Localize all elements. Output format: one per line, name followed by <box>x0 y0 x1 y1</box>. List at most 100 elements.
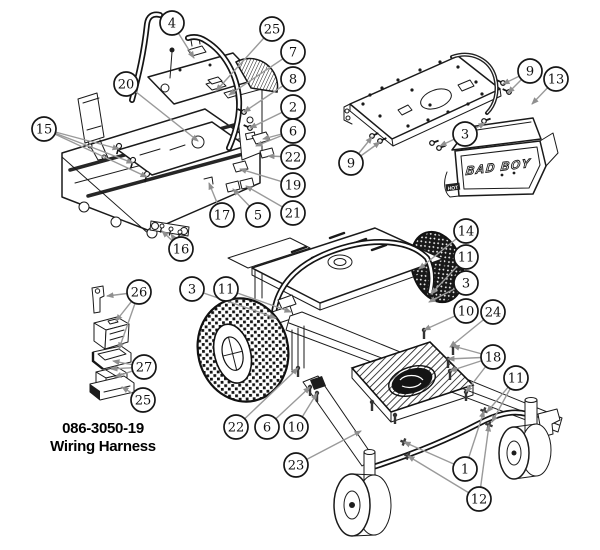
callout-rear_chassis-10: 10 <box>283 414 309 440</box>
callout-number: 18 <box>485 351 502 366</box>
callout-number: 11 <box>508 372 525 387</box>
callout-circle <box>168 236 194 262</box>
callout-circle <box>179 276 205 302</box>
callout-circle <box>543 66 569 92</box>
hot-label: HOT <box>445 182 461 192</box>
left-rear-tire <box>196 297 290 403</box>
key-switch-connector <box>187 45 207 57</box>
callout-harness_parts-26: 26 <box>126 279 152 305</box>
callout-front_chassis-22: 22 <box>280 144 306 170</box>
callout-seat_box-9: 9 <box>517 58 543 84</box>
callout-number: 16 <box>173 243 190 258</box>
callout-circle <box>159 10 185 36</box>
callout-front_chassis-21: 21 <box>280 200 306 226</box>
callout-front_chassis-4: 4 <box>159 10 185 36</box>
callout-front_chassis-19: 19 <box>280 172 306 198</box>
callout-circle <box>280 200 306 226</box>
callout-circle <box>480 299 506 325</box>
leader-line-15 <box>43 128 148 178</box>
callout-rear_chassis-11: 11 <box>213 276 239 302</box>
callout-circle <box>453 218 479 244</box>
callout-number: 20 <box>118 78 135 93</box>
callout-harness_parts-25: 25 <box>130 387 156 413</box>
callout-rear_chassis-24: 24 <box>480 299 506 325</box>
callout-number: 4 <box>168 17 176 32</box>
callout-front_chassis-7: 7 <box>280 39 306 65</box>
callout-circle <box>209 202 235 228</box>
callout-number: 7 <box>289 46 297 61</box>
callout-front_chassis-20: 20 <box>113 71 139 97</box>
callout-circle <box>452 456 478 482</box>
callout-circle <box>131 354 157 380</box>
callout-front_chassis-17: 17 <box>209 202 235 228</box>
left-caster <box>333 449 392 537</box>
callout-circle <box>213 276 239 302</box>
callout-seat_box-9: 9 <box>338 150 364 176</box>
callout-rear_chassis-23: 23 <box>283 452 309 478</box>
leader-line-15 <box>43 128 134 164</box>
callout-number: 25 <box>135 394 152 409</box>
leader-line-25 <box>215 28 273 92</box>
callout-rear_chassis-11: 11 <box>503 365 529 391</box>
callout-number: 6 <box>289 125 297 140</box>
leader-line-15 <box>43 128 120 151</box>
callout-circle <box>254 414 280 440</box>
callout-circle <box>517 58 543 84</box>
callout-number: 10 <box>458 305 475 320</box>
callout-rear_chassis-3: 3 <box>453 270 479 296</box>
callout-rear_chassis-14: 14 <box>453 218 479 244</box>
callout-circle <box>113 71 139 97</box>
relay-block <box>89 366 135 401</box>
callout-circle <box>280 144 306 170</box>
callout-rear_chassis-1: 1 <box>452 456 478 482</box>
callout-rear_chassis-12: 12 <box>466 486 492 512</box>
callout-number: 13 <box>548 73 565 88</box>
leader-line-12 <box>407 455 480 500</box>
seat-box-drawing: BAD BOY HOT <box>343 52 559 198</box>
callout-circle <box>453 244 479 270</box>
callout-rear_chassis-18: 18 <box>480 344 506 370</box>
left-arm-bracket <box>77 92 105 144</box>
callout-front_chassis-2: 2 <box>280 94 306 120</box>
leader-line-20 <box>125 83 199 142</box>
part-number-label: 086-3050-19 <box>62 420 144 437</box>
callout-number: 8 <box>289 73 297 88</box>
callout-circle <box>283 452 309 478</box>
callout-seat_box-13: 13 <box>543 66 569 92</box>
callout-circle <box>280 118 306 144</box>
callout-number: 26 <box>131 286 148 301</box>
callout-rear_chassis-10: 10 <box>453 298 479 324</box>
callout-circle <box>130 387 156 413</box>
leader-line-22 <box>235 367 299 428</box>
callout-circle <box>466 486 492 512</box>
callout-circle <box>480 344 506 370</box>
callout-number: 2 <box>289 101 297 116</box>
callout-number: 10 <box>288 421 305 436</box>
callout-circle <box>245 202 271 228</box>
callout-number: 3 <box>461 128 469 143</box>
callout-circle <box>280 172 306 198</box>
callout-circle <box>338 150 364 176</box>
callout-circle <box>223 414 249 440</box>
callout-circle <box>503 365 529 391</box>
callout-circle <box>452 121 478 147</box>
callout-number: 1 <box>461 463 469 478</box>
callout-front_chassis-25: 25 <box>259 16 285 42</box>
callout-harness_parts-27: 27 <box>131 354 157 380</box>
callout-front_chassis-15: 15 <box>31 116 57 142</box>
svg-text:HOT: HOT <box>447 185 458 192</box>
relay-cover <box>93 316 130 350</box>
callout-number: 19 <box>285 179 302 194</box>
callout-rear_chassis-22: 22 <box>223 414 249 440</box>
callout-number: 14 <box>458 225 475 240</box>
callout-number: 15 <box>36 123 53 138</box>
callout-number: 11 <box>458 251 475 266</box>
callout-front_chassis-16: 16 <box>168 236 194 262</box>
callout-number: 27 <box>136 361 153 376</box>
leader-line-3 <box>191 288 277 319</box>
callout-number: 23 <box>288 459 305 474</box>
seat-plate-holes <box>361 60 484 128</box>
callout-seat_box-3: 3 <box>452 121 478 147</box>
